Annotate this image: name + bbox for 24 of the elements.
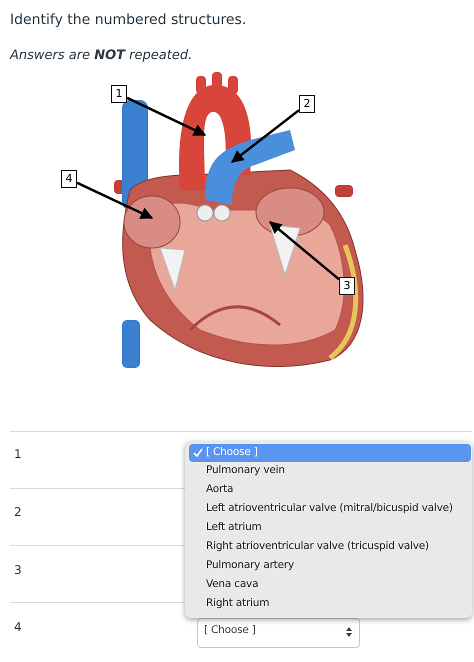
- dropdown-option: Pulmonary artery: [206, 559, 294, 571]
- dropdown-option: Aorta: [206, 483, 234, 495]
- row-number: 1: [14, 447, 22, 461]
- callout-number: 2: [299, 95, 315, 113]
- leader-line: [76, 182, 154, 220]
- callout-number: 4: [61, 170, 77, 188]
- dropdown-option: Right atrioventricular valve (tricuspid valve): [206, 540, 429, 552]
- callout-number: 1: [111, 85, 127, 103]
- callout-number: 3: [339, 277, 355, 295]
- row-number: 3: [14, 563, 22, 577]
- row-number: 2: [14, 505, 22, 519]
- dropdown-option: Vena cava: [206, 578, 258, 590]
- dropdown-option: Right atrium: [206, 597, 270, 609]
- leader-line: [231, 109, 300, 163]
- dropdown-option: Left atrium: [206, 521, 262, 533]
- row-number: 4: [14, 620, 22, 634]
- leader-line: [126, 96, 206, 136]
- question-text: Identify the numbered structures.: [10, 12, 246, 28]
- dropdown-option: Pulmonary vein: [206, 464, 285, 476]
- leader-line: [269, 221, 340, 280]
- instruction-text: Answers are NOT repeated.: [10, 48, 192, 63]
- select-value: [ Choose ]: [204, 624, 256, 636]
- dropdown-option: Left atrioventricular valve (mitral/bicuspid valve): [206, 502, 453, 514]
- selected-option: [ Choose ]: [206, 446, 258, 458]
